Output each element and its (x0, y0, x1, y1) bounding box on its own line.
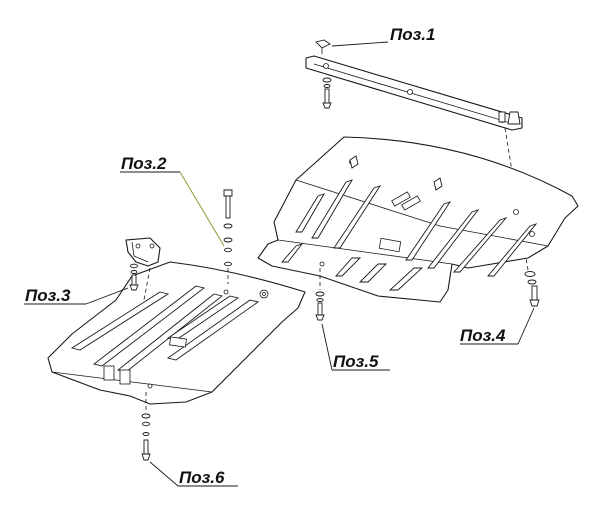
callout-pos6: Поз.6 (179, 468, 225, 487)
callout-pos3: Поз.3 (25, 286, 71, 305)
main-skid-plate (257, 136, 579, 303)
bolt-set-crossbar-right (498, 111, 521, 125)
plate-ribs-lower (281, 243, 424, 291)
leader-pos3 (24, 287, 129, 305)
callout-pos2: Поз.2 (121, 154, 167, 173)
leader-pos2 (120, 171, 225, 247)
axis-line-pos3 (143, 267, 151, 301)
bolt-set-pos3 (129, 263, 139, 291)
bracket-pos3 (125, 237, 161, 267)
callout-pos4: Поз.4 (460, 326, 506, 345)
bolt-set-pos6 (141, 392, 151, 461)
leader-pos4 (460, 307, 535, 345)
front-plate-ribs (70, 285, 260, 373)
bolt-set-pos2 (223, 189, 233, 267)
plate-ribs-upper (295, 179, 538, 277)
leader-pos6 (149, 461, 238, 487)
bolt-set-pos4 (524, 271, 540, 307)
callout-pos5: Поз.5 (333, 352, 379, 371)
callout-pos1: Поз.1 (390, 25, 436, 44)
bolt-set-crossbar-left (322, 77, 332, 109)
front-skid-plate (47, 261, 306, 405)
leader-pos5 (321, 323, 390, 371)
crossbar-bracket (305, 39, 523, 131)
leader-pos1 (331, 41, 389, 47)
bolt-set-pos5 (315, 268, 325, 321)
